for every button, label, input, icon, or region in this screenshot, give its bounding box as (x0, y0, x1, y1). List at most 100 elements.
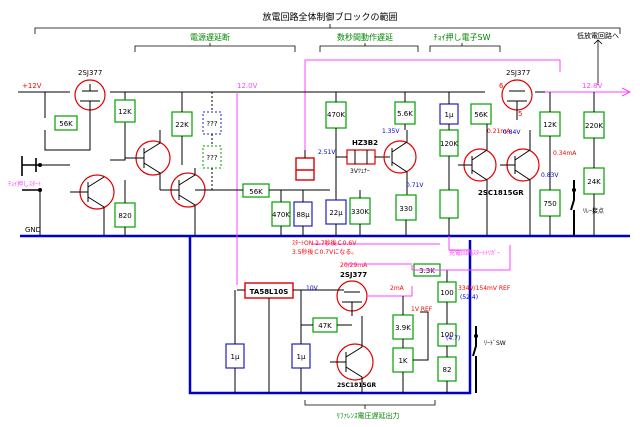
c-1u-b-label: 1μ (231, 353, 240, 361)
note-start-on: ｽﾀｰﾄON 2.7秒後Ｃ0.6V (292, 239, 357, 247)
section-reference-out: ﾘﾌｧﾚﾝｽ電圧遅延出力 (337, 411, 400, 420)
lead-switch-dot (474, 334, 478, 338)
i-2ma: 2mA (390, 285, 405, 292)
r-56k-d-label: 56K (474, 111, 488, 119)
q1-body (80, 84, 100, 110)
rail-arrow (621, 87, 632, 97)
k5-label: 5 (518, 110, 522, 118)
wire-q1-56k (44, 92, 91, 151)
q3-body (507, 90, 527, 120)
r-56k-a (54, 115, 78, 131)
v-251: 2.51V (318, 149, 336, 156)
title-bracket (34, 24, 621, 34)
r-12k-b-label: 12K (543, 121, 557, 129)
section-power-delay: 電源遅延断 (190, 32, 230, 42)
r-100b-label: 100 (440, 331, 453, 339)
wire-q2-out (367, 265, 413, 297)
arrow-high-discharge (593, 39, 603, 85)
i-021: 0.21mA (487, 128, 511, 135)
chuyi-switch (21, 156, 40, 191)
r-3-9k-label: 3.9K (395, 324, 411, 332)
q-chuyi-b-body (500, 130, 531, 236)
gnd-label: GND (25, 226, 41, 234)
r-820-label: 820 (118, 212, 131, 220)
zener-name: HZ3B2 (352, 139, 378, 147)
section-high-discharge: 低放電回路へ (577, 31, 619, 40)
q5-body (125, 130, 161, 190)
chuyi-start-label: ﾁｮｲ押しｽﾀｰﾄ (8, 180, 41, 188)
pot-arrow (413, 311, 429, 361)
pink-trigger (312, 236, 470, 251)
pink-loop-wire (304, 59, 561, 150)
q4-body (70, 176, 105, 236)
zener-diode (346, 149, 376, 165)
rail-12v-b: 12.8V (582, 82, 603, 90)
relay-contact-dot (572, 188, 576, 192)
zener-symbol (354, 150, 368, 164)
zener-note: 3Vﾂｪﾅｰ (350, 168, 370, 175)
r-330k-label: 330K (351, 208, 369, 216)
pink-ref-diagonal (345, 245, 511, 271)
q6-body (160, 168, 196, 236)
r-3-3k-label: 3.3K (419, 267, 435, 275)
relay-box (295, 157, 315, 181)
r-100a-label: 100 (440, 289, 453, 297)
r-5-6k-label: 5.6K (397, 110, 413, 118)
r-47k-label: 47K (318, 322, 332, 330)
q2-label: 2SJ377 (340, 271, 367, 279)
wire-22u-330k (335, 190, 361, 236)
r-22k-label: 22K (175, 121, 189, 129)
r-330-label: 330 (399, 205, 412, 213)
c-1u-c-label: 1μ (297, 353, 306, 361)
bracket-reference (304, 400, 436, 409)
v-ref-1v: 1V REF (411, 306, 433, 313)
section-chuyi-sw: ﾁｮｲ押し電子SW (434, 32, 491, 42)
i-2029: 20/29mA (340, 262, 368, 269)
r-56k-d (470, 103, 492, 125)
r-56k-b-label: 56K (249, 188, 263, 196)
q5-part-label: 2SC1815GR (478, 189, 524, 197)
r-470k-b-label: 470K (327, 111, 345, 119)
rail-12v-a: 12.0V (237, 82, 258, 90)
unknown-b-label: ??? (206, 154, 217, 162)
r-24k-label: 24K (587, 178, 601, 186)
c-88u-label: 88μ (296, 211, 310, 219)
wire-470k-88u (280, 190, 304, 236)
v-ref-334: 334V/154mV REF (458, 285, 511, 292)
v-071: 0.71V (406, 182, 424, 189)
r-220k-label: 220K (585, 122, 603, 130)
relay-contact (570, 180, 575, 236)
r-750-label: 750 (543, 200, 556, 208)
regulator-label: TA58L10S (250, 288, 289, 296)
wire-lower-caps (234, 290, 352, 393)
r-56k-a-label: 56K (59, 120, 73, 128)
vr-1k-label: 1K (398, 357, 407, 365)
unknown-a-label: ??? (206, 120, 217, 128)
rail-10v: 10V (306, 285, 319, 292)
r-12k-a-label: 12K (118, 108, 132, 116)
lead-sw-label: ﾘｰﾄﾞSW (484, 340, 506, 347)
section-seconds-delay: 数秒間動作遅延 (337, 32, 393, 42)
relay-contact-label: ﾘﾚｰ接点 (583, 207, 604, 215)
k6-label: 6 (499, 82, 504, 90)
r-blank (439, 189, 459, 219)
r-470k-a-label: 470K (272, 211, 290, 219)
diagram-title: 放電回路全体制御ブロックの範囲 (262, 11, 397, 23)
wire-12k (110, 92, 126, 161)
q-chuyi-a-body (458, 124, 488, 236)
q2-body (330, 289, 362, 316)
r-120k-label: 120K (440, 140, 458, 148)
r-12k-a (114, 99, 136, 123)
rail-12v-label: +12V (22, 82, 42, 90)
q-delay-body (391, 130, 408, 195)
q-delay-transistor (383, 140, 417, 174)
note-start-on2: 3.5秒後Ｃ0.7Vになる。 (292, 248, 357, 256)
wire-regulator (237, 289, 330, 393)
wire-switch (39, 164, 70, 236)
v-084: 0.84V (503, 129, 521, 136)
c-22u-label: 22μ (329, 209, 343, 217)
c-1u-a-label: 1μ (445, 111, 454, 119)
q3-label: 2SJ377 (506, 69, 530, 77)
